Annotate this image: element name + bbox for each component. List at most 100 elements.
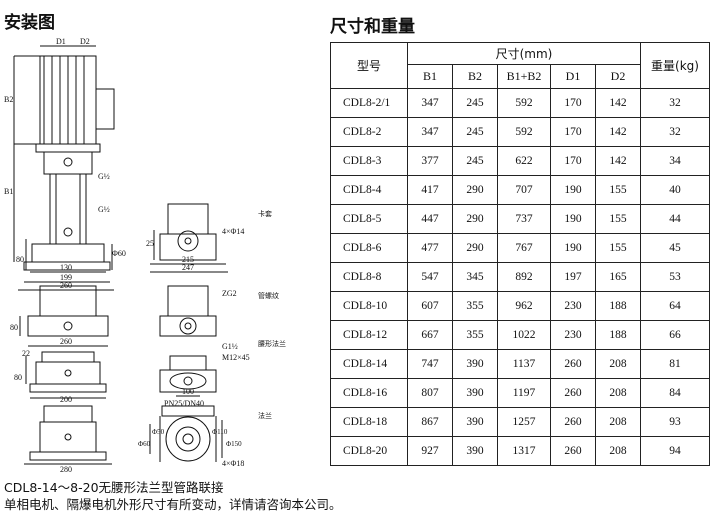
dim-100-label: 100 [182,387,194,396]
dim-d1-label: D1 [56,37,66,46]
value-cell: 165 [594,262,642,292]
value-cell: 347 [407,117,453,147]
model-cell: CDL8-3 [330,146,408,176]
value-cell: 190 [550,204,596,234]
value-cell: 66 [640,320,711,350]
flange-top [149,405,223,462]
dim-247-label: 247 [182,263,194,272]
value-cell: 188 [594,320,642,350]
value-cell: 245 [452,146,498,176]
dim-25-label: 25 [146,239,154,248]
dim-215-label: 215 [182,255,194,264]
dim-130-label: 130 [60,263,72,272]
value-cell: 64 [640,291,711,321]
model-cell: CDL8-5 [330,204,408,234]
value-cell: 208 [594,378,642,408]
sub-col-header: B1 [407,64,453,89]
waist-flange-front [25,351,107,399]
value-cell: 347 [407,88,453,118]
value-cell: 892 [497,262,551,292]
value-cell: 962 [497,291,551,321]
value-cell: 94 [640,436,711,466]
m12-label: M12×45 [222,353,250,362]
model-cell: CDL8-4 [330,175,408,205]
label-waist: 腰形法兰 [258,339,286,348]
value-cell: 607 [407,291,453,321]
col-size-header: 尺寸(mm) [406,42,642,65]
sub-col-header: D1 [550,64,596,89]
value-cell: 155 [594,204,642,234]
value-cell: 208 [594,407,642,437]
value-cell: 417 [407,175,453,205]
value-cell: 867 [407,407,453,437]
value-cell: 592 [497,117,551,147]
model-cell: CDL8-16 [330,378,408,408]
hole-4x18-label: 4×Φ18 [222,459,244,468]
sub-col-header: B1+B2 [497,64,551,89]
value-cell: 81 [640,349,711,379]
flange-front [24,405,112,465]
value-cell: 927 [407,436,453,466]
value-cell: 290 [452,204,498,234]
dim-280-label: 280 [60,465,72,474]
dim-260a-label: 260 [60,281,72,290]
value-cell: 190 [550,175,596,205]
value-cell: 290 [452,233,498,263]
model-cell: CDL8-8 [330,262,408,292]
value-cell: 807 [407,378,453,408]
g-half-label-3: G1½ [222,342,238,351]
value-cell: 155 [594,175,642,205]
value-cell: 622 [497,146,551,176]
model-cell: CDL8-18 [330,407,408,437]
thread-base-view [159,285,217,337]
dim-260b-label: 260 [60,337,72,346]
value-cell: 1317 [497,436,551,466]
value-cell: 1137 [497,349,551,379]
col-model-header: 型号 [330,42,408,89]
note-line-2: 单相电机、隔爆电机外形尺寸有所变动，详情请咨询本公司。 [4,497,342,512]
value-cell: 1257 [497,407,551,437]
dim-22-label: 22 [22,349,30,358]
value-cell: 32 [640,117,711,147]
note-line-1: CDL8-14～8-20无腰形法兰型管路联接 [4,480,224,495]
label-flange: 法兰 [258,411,272,420]
dim-60b-label: Φ60 [138,440,151,448]
value-cell: 1022 [497,320,551,350]
value-cell: 260 [550,349,596,379]
model-cell: CDL8-6 [330,233,408,263]
dim-80c-label: 80 [14,373,22,382]
dim-80-label: 80 [16,255,24,264]
value-cell: 44 [640,204,711,234]
label-thread: 管螺纹 [258,291,279,300]
value-cell: 547 [407,262,453,292]
value-cell: 767 [497,233,551,263]
value-cell: 34 [640,146,711,176]
pn-label: PN25/DN40 [164,399,204,408]
value-cell: 45 [640,233,711,263]
value-cell: 355 [452,320,498,350]
value-cell: 53 [640,262,711,292]
value-cell: 142 [594,146,642,176]
value-cell: 40 [640,175,711,205]
dim-50-label: Φ50 [152,428,165,436]
value-cell: 230 [550,291,596,321]
value-cell: 84 [640,378,711,408]
value-cell: 260 [550,407,596,437]
value-cell: 1197 [497,378,551,408]
zg2-label: ZG2 [222,289,237,298]
value-cell: 707 [497,175,551,205]
value-cell: 142 [594,117,642,147]
value-cell: 197 [550,262,596,292]
value-cell: 245 [452,117,498,147]
